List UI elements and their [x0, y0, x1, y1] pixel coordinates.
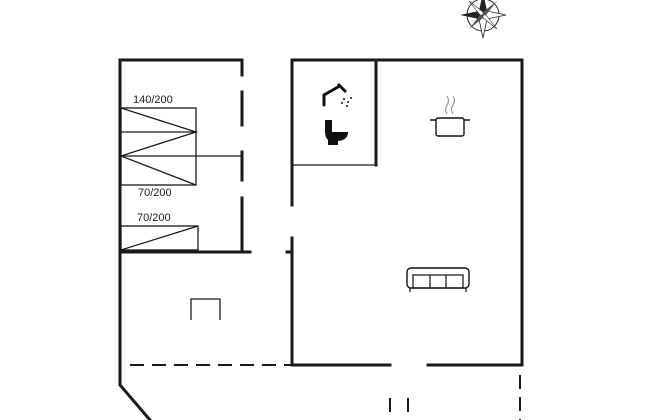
sofa-icon	[406, 267, 470, 292]
cooking-pot-icon	[430, 95, 470, 137]
compass-rose-icon	[460, 0, 507, 39]
bed-label-bottom: 70/200	[137, 212, 171, 224]
bed-label-top: 140/200	[133, 94, 173, 106]
single-bed	[120, 225, 199, 251]
terrace-outline	[118, 363, 521, 420]
toilet-icon	[325, 120, 348, 145]
exterior-walls	[118, 58, 524, 367]
double-bed	[119, 107, 242, 186]
table-icon	[190, 298, 221, 320]
interior-walls	[118, 58, 378, 367]
bed-label-middle: 70/200	[138, 187, 172, 199]
shower-icon	[322, 82, 352, 107]
